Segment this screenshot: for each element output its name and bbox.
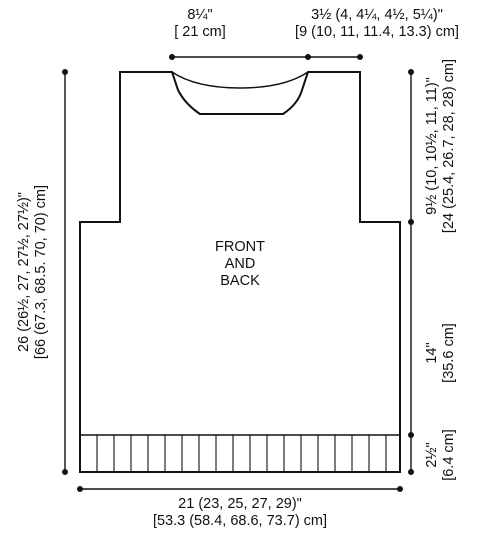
body-length-inches: 14" bbox=[424, 342, 440, 364]
total-length-dimension bbox=[62, 68, 69, 476]
piece-name-line2: AND bbox=[224, 256, 256, 272]
ribbing-length-label: 2½" [6.4 cm] bbox=[424, 415, 458, 495]
garment-outline bbox=[79, 71, 401, 473]
piece-name-line1: FRONT bbox=[215, 239, 265, 255]
armhole-depth-label: 9½ (10, 10½, 11, 11)" [24 (25.4, 26.7, 2… bbox=[424, 26, 458, 266]
armhole-depth-cm: [24 (25.4, 26.7, 28, 28) cm] bbox=[441, 58, 457, 234]
total-length-inches: 26 (26½, 27, 27½, 27½)" bbox=[16, 192, 32, 352]
total-length-label: 26 (26½, 27, 27½, 27½)" [66 (67.3, 68.5.… bbox=[16, 142, 50, 402]
right-length-dimension bbox=[408, 68, 415, 476]
neck-width-label: 8¼" [ 21 cm] bbox=[160, 7, 240, 41]
ribbing-stripes bbox=[96, 435, 387, 472]
shoulder-width-dimension bbox=[308, 54, 364, 61]
total-length-cm: [66 (67.3, 68.5. 70, 70) cm] bbox=[33, 184, 49, 360]
ribbing-length-cm: [6.4 cm] bbox=[441, 429, 457, 481]
armhole-depth-inches: 9½ (10, 10½, 11, 11)" bbox=[424, 77, 440, 215]
bottom-width-dimension bbox=[76, 486, 404, 493]
piece-name-label: FRONT AND BACK bbox=[180, 239, 300, 290]
neckline-inner bbox=[171, 71, 309, 89]
neck-width-dimension bbox=[168, 54, 312, 61]
bottom-width-label: 21 (23, 25, 27, 29)" [53.3 (58.4, 68.6, … bbox=[100, 496, 380, 530]
body-length-label: 14" [35.6 cm] bbox=[424, 298, 458, 408]
shoulder-width-label: 3½ (4, 4¼, 4½, 5¼)" [9 (10, 11, 11.4, 13… bbox=[262, 7, 489, 41]
shoulder-width-inches: 3½ (4, 4¼, 4½, 5¼)" bbox=[311, 7, 443, 23]
bottom-width-cm: [53.3 (58.4, 68.6, 73.7) cm] bbox=[152, 513, 328, 529]
neck-width-inches: 8¼" bbox=[187, 7, 213, 23]
shoulder-width-cm: [9 (10, 11, 11.4, 13.3) cm] bbox=[295, 24, 459, 40]
piece-name-line3: BACK bbox=[220, 273, 260, 289]
neck-width-cm: [ 21 cm] bbox=[174, 24, 226, 40]
bottom-width-inches: 21 (23, 25, 27, 29)" bbox=[178, 496, 302, 512]
body-length-cm: [35.6 cm] bbox=[441, 323, 457, 383]
ribbing-length-inches: 2½" bbox=[424, 442, 440, 468]
